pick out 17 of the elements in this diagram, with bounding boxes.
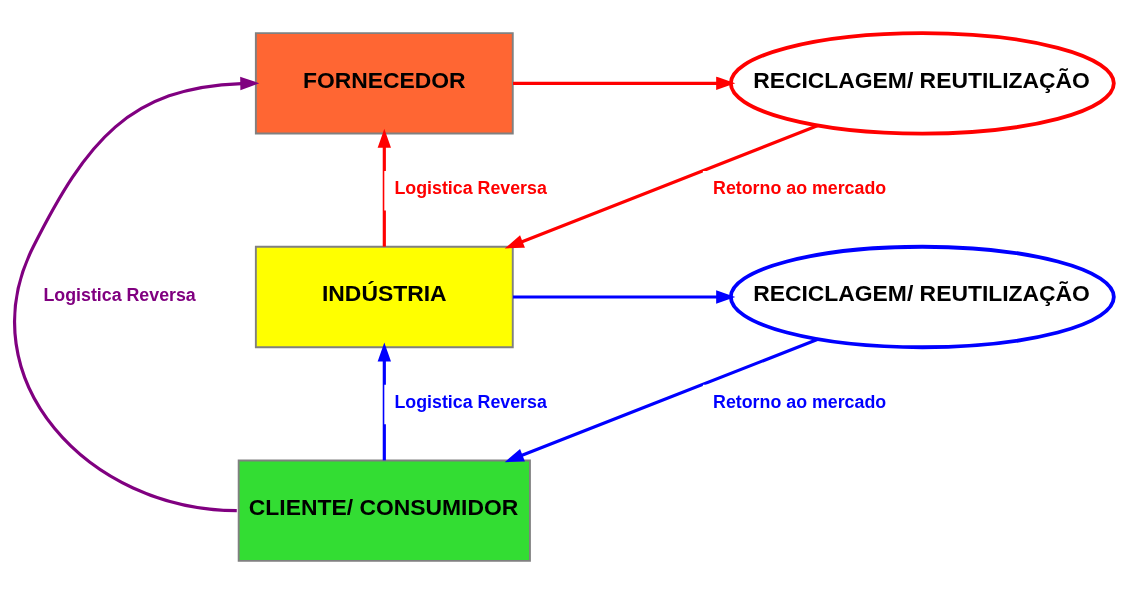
arrow: [377, 128, 391, 247]
arrow: [513, 290, 736, 304]
edge-label: Retorno ao mercado: [713, 391, 887, 412]
arrow: [513, 76, 736, 91]
edge-label: Logistica Reversa: [394, 178, 547, 199]
edge-label: Logistica Reversa: [43, 285, 196, 306]
arrow: [504, 337, 819, 463]
node-box: CLIENTE/ CONSUMIDOR: [237, 459, 531, 562]
edge-label: Retorno ao mercado: [713, 178, 887, 199]
arrow: [13, 76, 260, 513]
node-ellipse: RECICLAGEM/ REUTILIZAÇÃO: [728, 31, 1116, 136]
node-ellipse: RECICLAGEM/ REUTILIZAÇÃO: [728, 244, 1116, 350]
arrow: [377, 342, 391, 461]
node-box: INDÚSTRIA: [254, 245, 514, 349]
arrow: [504, 124, 819, 249]
edge-label: Logistica Reversa: [394, 391, 547, 412]
node-box: FORNECEDOR: [254, 32, 514, 135]
